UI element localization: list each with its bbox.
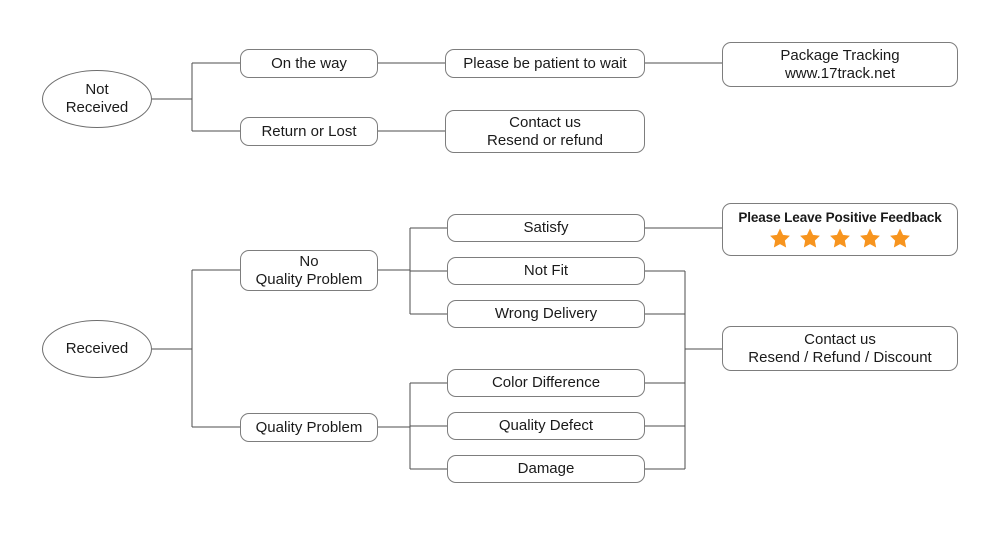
node-label-line: Color Difference xyxy=(491,374,601,392)
node-label-line: Not Fit xyxy=(523,262,569,280)
node-received[interactable]: Received xyxy=(42,320,152,378)
node-satisfy[interactable]: Satisfy xyxy=(447,214,645,242)
star-icon[interactable] xyxy=(829,227,851,249)
node-not-received[interactable]: Not Received xyxy=(42,70,152,128)
node-wrong-delivery[interactable]: Wrong Delivery xyxy=(447,300,645,328)
node-label-line: Resend or refund xyxy=(487,131,603,149)
star-icon[interactable] xyxy=(799,227,821,249)
node-label-line: Satisfy xyxy=(523,219,569,237)
node-label-line: No xyxy=(299,252,319,270)
node-contact-us-resend-or-refund[interactable]: Contact us Resend or refund xyxy=(445,110,645,153)
node-quality-defect[interactable]: Quality Defect xyxy=(447,412,645,440)
node-color-difference[interactable]: Color Difference xyxy=(447,369,645,397)
node-label-line: Received xyxy=(65,99,129,116)
node-damage[interactable]: Damage xyxy=(447,455,645,483)
node-label-line: Contact us xyxy=(804,330,876,348)
node-label-line: Please be patient to wait xyxy=(463,54,627,72)
node-label-line: Received xyxy=(65,340,129,358)
node-no-quality-problem[interactable]: No Quality Problem xyxy=(240,250,378,291)
node-label-line: Return or Lost xyxy=(261,122,357,140)
node-label-line: Quality Defect xyxy=(498,417,594,435)
star-icon[interactable] xyxy=(769,227,791,249)
node-label-line: Contact us xyxy=(509,113,581,131)
star-icon[interactable] xyxy=(889,227,911,249)
node-label-line: Quality Problem xyxy=(255,270,363,288)
node-quality-problem[interactable]: Quality Problem xyxy=(240,413,378,442)
node-contact-us-resend-refund-discount[interactable]: Contact us Resend / Refund / Discount xyxy=(722,326,958,371)
tracking-url[interactable]: www.17track.net xyxy=(784,64,896,82)
node-please-be-patient-to-wait[interactable]: Please be patient to wait xyxy=(445,49,645,78)
feedback-label: Please Leave Positive Feedback xyxy=(738,209,942,225)
node-label-line: Damage xyxy=(517,460,575,478)
node-label-line: Not xyxy=(85,81,109,99)
node-not-fit[interactable]: Not Fit xyxy=(447,257,645,285)
star-icon[interactable] xyxy=(859,227,881,249)
node-return-or-lost[interactable]: Return or Lost xyxy=(240,117,378,146)
node-label-line: Wrong Delivery xyxy=(494,305,598,323)
node-on-the-way[interactable]: On the way xyxy=(240,49,378,78)
node-label-line: Resend / Refund / Discount xyxy=(748,348,932,366)
node-label-line: Quality Problem xyxy=(255,418,363,436)
node-please-leave-positive-feedback[interactable]: Please Leave Positive Feedback xyxy=(722,203,958,256)
star-rating[interactable] xyxy=(769,227,911,249)
node-label-line: On the way xyxy=(271,54,347,72)
node-label-line: Package Tracking xyxy=(780,46,900,64)
node-package-tracking[interactable]: Package Tracking www.17track.net xyxy=(722,42,958,87)
